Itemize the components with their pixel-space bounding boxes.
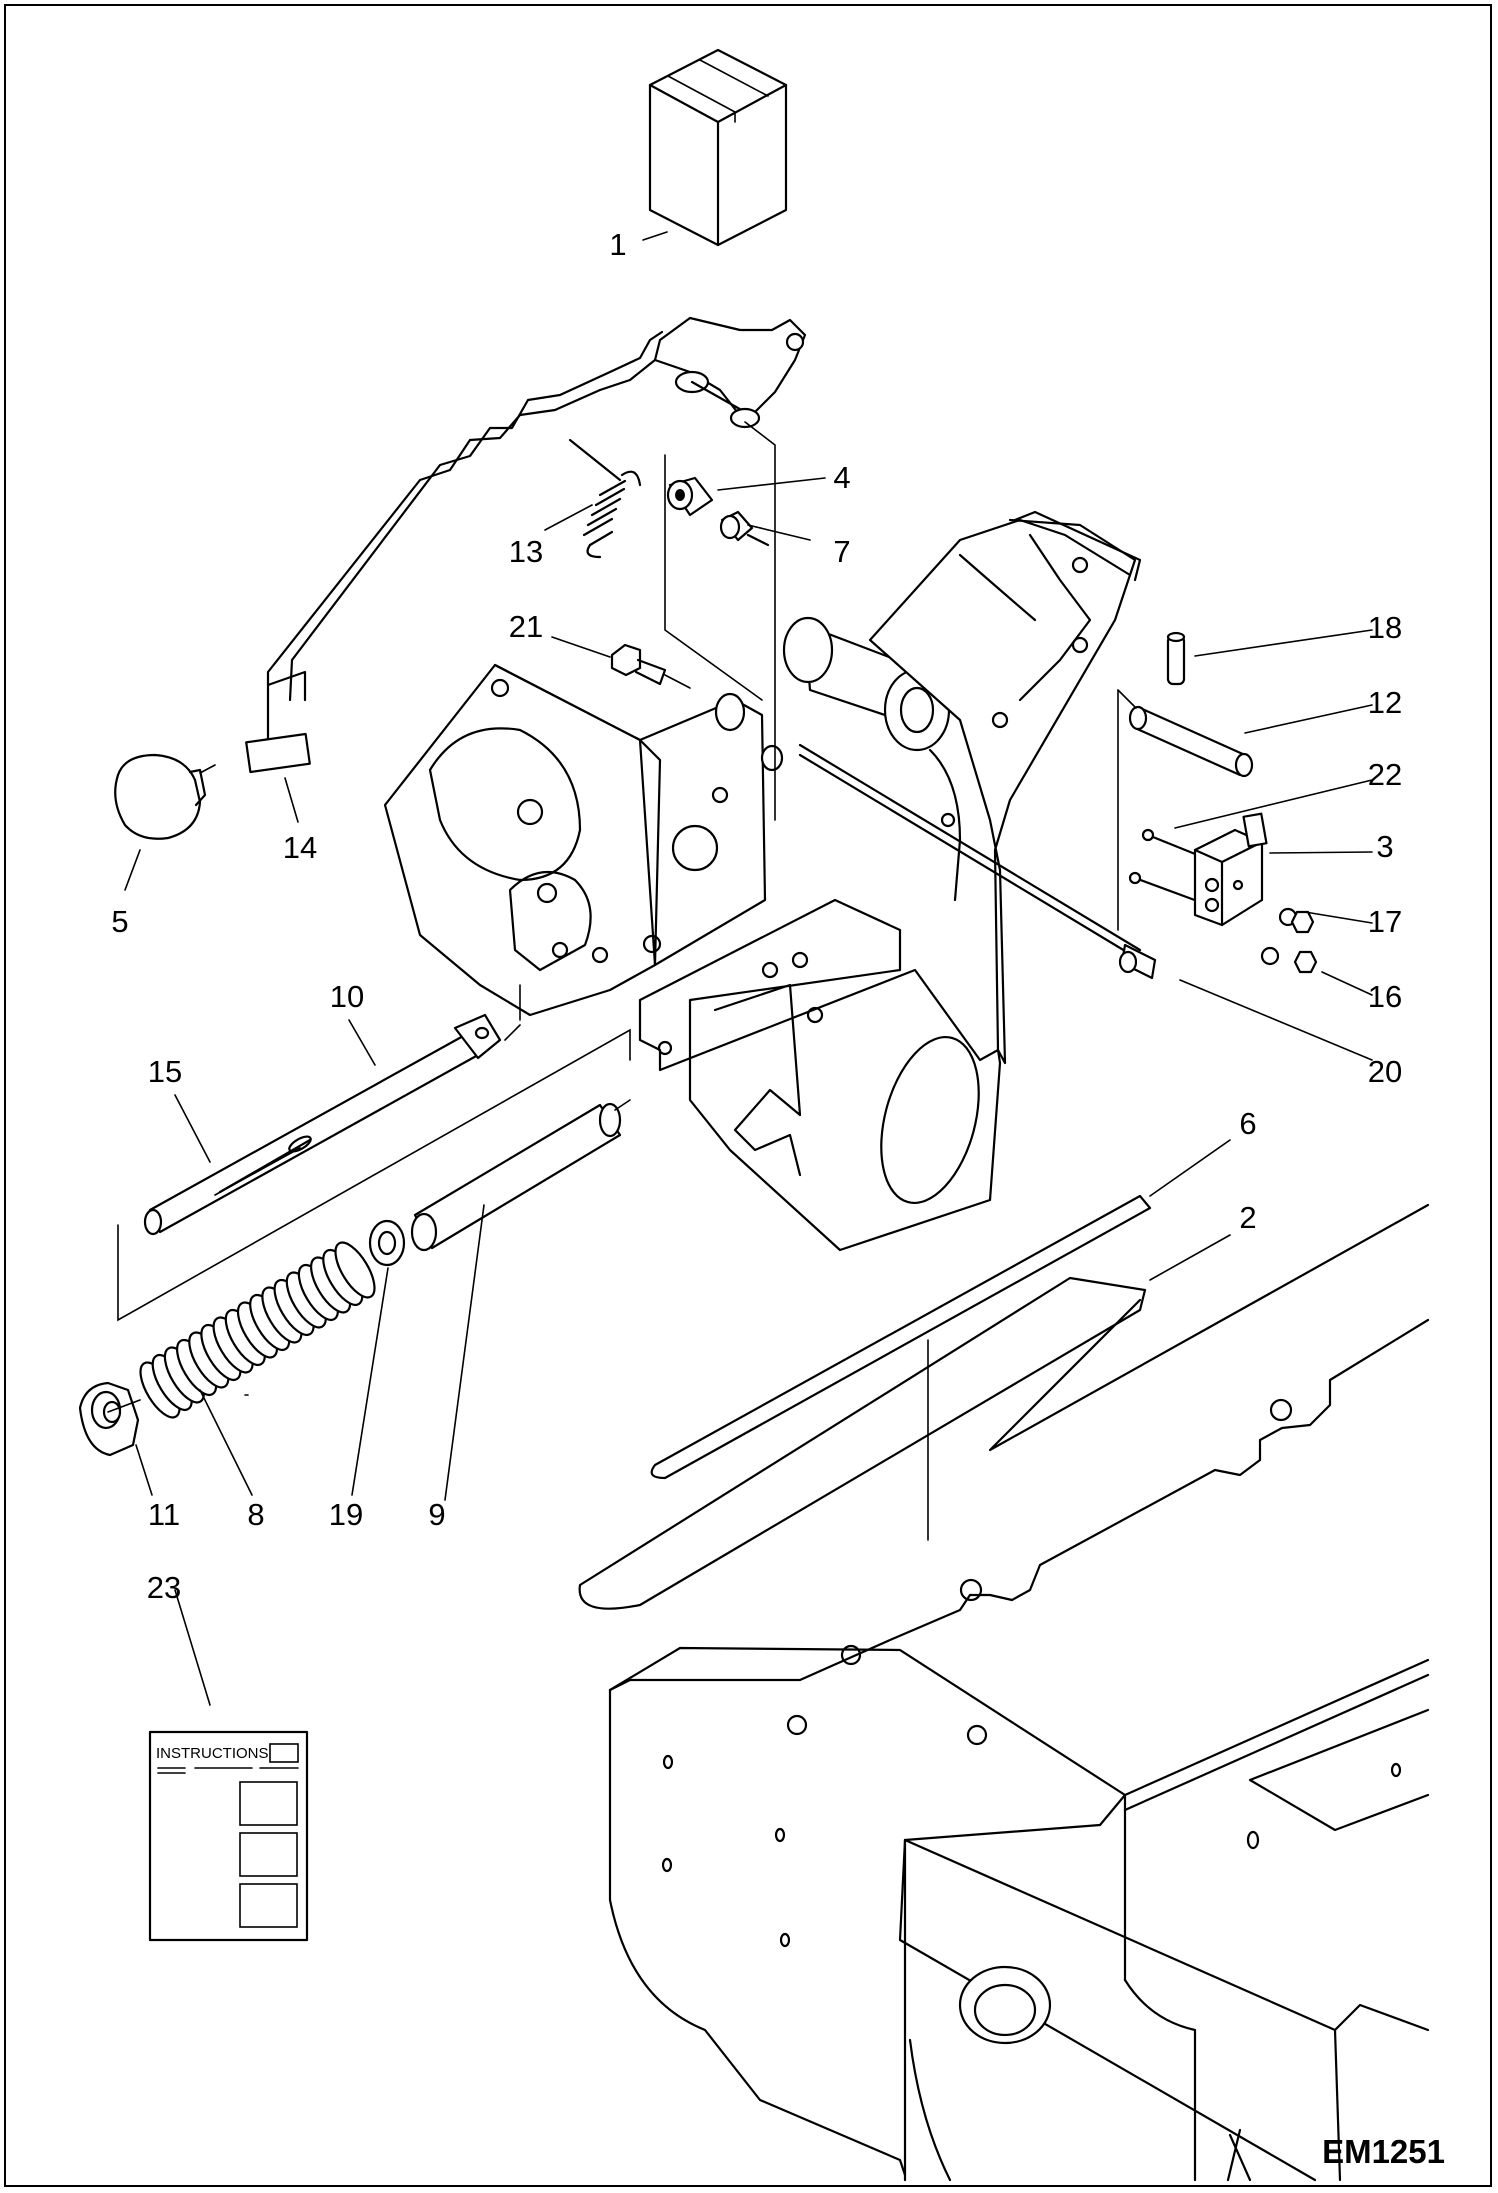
callout-3: 3 [1376,829,1393,864]
instruction-sheet-title: INSTRUCTIONS [156,1745,269,1762]
callout-11: 11 [148,1497,180,1532]
part-21-bolt [610,643,691,689]
drawing-border [4,4,1492,2187]
part-12-shaft [1128,705,1254,778]
part-16-nuts [1290,910,1318,974]
callout-21: 21 [509,609,543,644]
part-5-knob [114,753,207,840]
part-9-tube [410,1102,622,1252]
callout-19: 19 [329,1497,363,1532]
part-3-switch [1193,812,1268,927]
callout-5: 5 [111,904,128,939]
callout-8: 8 [247,1497,264,1532]
pedal-housing-assembly [383,663,784,1017]
callout-13: 13 [509,534,543,569]
callout-23: 23 [147,1570,181,1605]
assembly-reference-lines [107,421,1137,1413]
callout-10: 10 [330,979,364,1014]
part-20-linkage-rod [798,743,1157,980]
operator-floor-frame [608,1203,1430,2182]
part-19-washer [368,1219,406,1267]
part-10-actuator-rod [143,1013,502,1236]
callout-20: 20 [1368,1054,1402,1089]
callout-15: 15 [148,1054,182,1089]
callout-16: 16 [1368,979,1402,1014]
callout-1: 1 [609,227,626,262]
part-15-cotter-pin [214,1147,301,1196]
part-17-lock-washers [1260,907,1298,966]
callout-4: 4 [833,460,850,495]
part-18-pin [1166,631,1186,686]
callout-22: 22 [1368,757,1402,792]
part-22-screws [1128,828,1212,904]
part-11-spring-cap [78,1381,140,1457]
part-13-spring [568,438,642,559]
pedal-mounting-plate [638,898,1002,1252]
callout-9: 9 [428,1497,445,1532]
callout-6: 6 [1239,1106,1256,1141]
callout-14: 14 [283,830,317,865]
part-2-gasket [578,1276,1147,1610]
callout-18: 18 [1368,610,1402,645]
callout-2: 2 [1239,1200,1256,1235]
part-6-seal-strip [650,1194,1152,1480]
callout-leader-lines [124,231,1373,1706]
part-23-instruction-sheet: INSTRUCTIONS [148,1730,309,1942]
callout-7: 7 [833,534,850,569]
part-8-compression-spring [139,1241,376,1419]
callout-12: 12 [1368,685,1402,720]
part-7-fitting [719,510,770,547]
part-14-lever-rod [245,316,807,774]
spring-coil [334,1241,376,1299]
callout-17: 17 [1368,904,1402,939]
part-1-kit-box [648,48,788,247]
pivot-shaft-bracket [782,510,1142,1065]
part-4-bushing [666,476,714,517]
drawing-code: EM1251 [1322,2133,1445,2170]
callout-labels: 1 2 3 4 5 6 7 8 9 10 11 12 13 14 15 16 1… [111,227,1402,1605]
